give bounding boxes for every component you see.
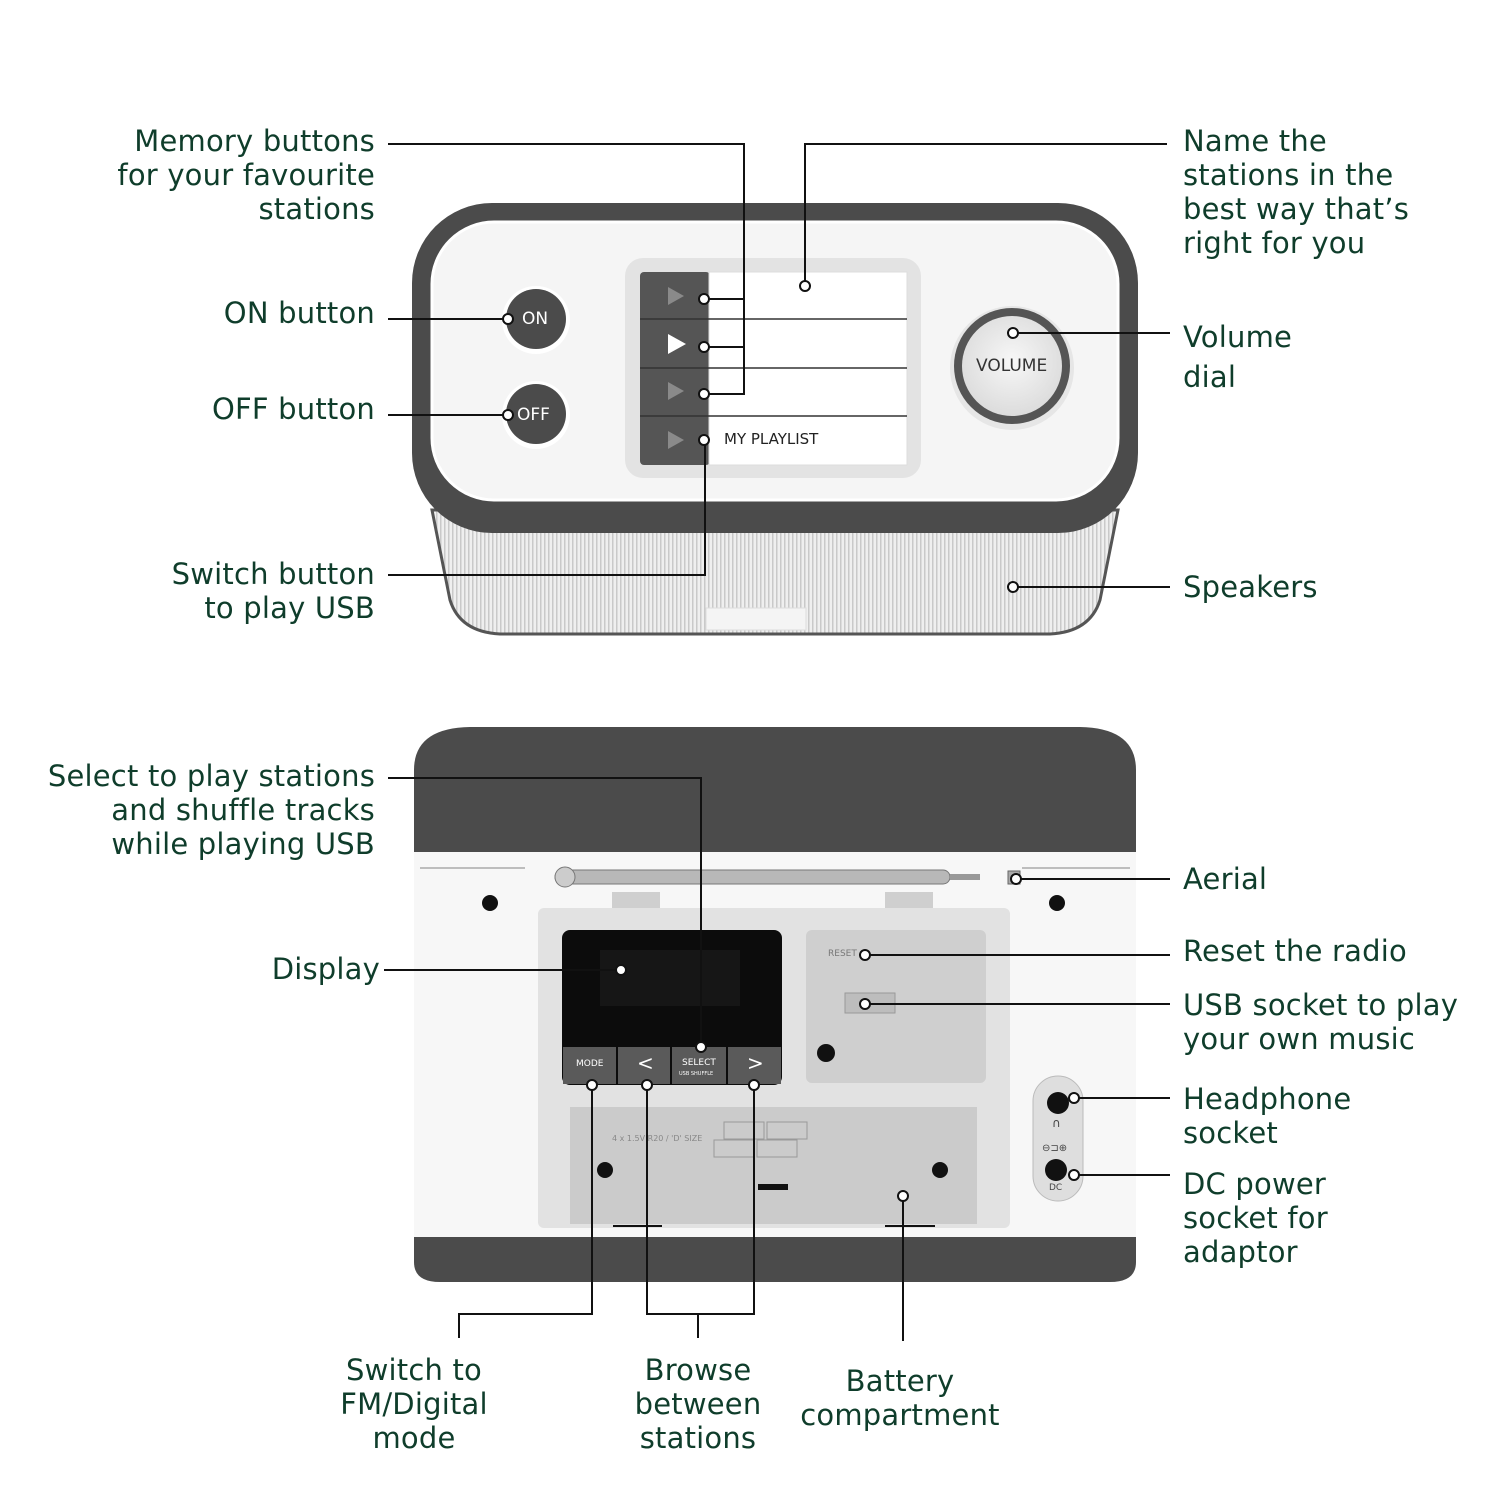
- next-button: >: [747, 1051, 764, 1075]
- select-button-sub: USB SHUFFLE: [679, 1071, 714, 1077]
- on-button: ON: [522, 309, 549, 329]
- off-button-shape: [506, 384, 566, 444]
- dc-jack: [1045, 1159, 1067, 1181]
- headphone-jack: [1047, 1092, 1069, 1114]
- radio-top-illustration: [412, 203, 1138, 636]
- volume-dial-label: VOLUME: [976, 356, 1048, 376]
- label-usb-socket: USB socket to play your own music: [1183, 988, 1459, 1056]
- label-battery: Battery compartment: [800, 1364, 1000, 1432]
- reset-text: RESET: [828, 949, 857, 959]
- label-headphone: Headphone socket: [1183, 1082, 1352, 1150]
- aerial-rod: [554, 869, 951, 885]
- back-lid: [414, 727, 1136, 852]
- label-display: Display: [271, 952, 380, 986]
- label-mode: Switch to FM/Digital mode: [340, 1353, 488, 1455]
- play-icon-1: [668, 287, 684, 305]
- back-base: [414, 1237, 1136, 1282]
- label-select: Select to play stations and shuffle trac…: [47, 759, 375, 861]
- label-speakers: Speakers: [1183, 570, 1318, 604]
- speaker-grille: [430, 508, 1120, 636]
- dc-text: DC: [1049, 1183, 1063, 1193]
- label-browse: Browse between stations: [634, 1353, 762, 1455]
- label-on-button: ON button: [223, 296, 375, 330]
- memory-slot-4-label: MY PLAYLIST: [724, 430, 819, 448]
- prev-button: <: [637, 1051, 654, 1075]
- back-body: [414, 852, 1136, 1237]
- label-name-stations: Name the stations in the best way that’s…: [1183, 124, 1410, 260]
- polarity-icon: ⊖⊐⊕: [1042, 1143, 1068, 1154]
- play-icon-4: [668, 431, 684, 449]
- brand-plate: [705, 607, 807, 631]
- select-button: SELECT: [682, 1058, 716, 1068]
- label-dc-power: DC power socket for adaptor: [1183, 1167, 1328, 1269]
- label-reset: Reset the radio: [1183, 934, 1407, 968]
- label-switch-usb: Switch button to play USB: [171, 557, 375, 625]
- recess: [538, 908, 1010, 1228]
- mode-button: MODE: [576, 1059, 604, 1069]
- label-aerial: Aerial: [1183, 862, 1268, 896]
- label-memory-buttons: Memory buttons for your favourite statio…: [117, 124, 375, 226]
- play-icon-3: [668, 382, 684, 400]
- battery-compartment-shape: [570, 1107, 977, 1224]
- volume-dial-face: [962, 316, 1062, 416]
- play-icon-2: [668, 334, 686, 354]
- on-button-shape: [506, 289, 566, 349]
- label-volume-dial: Volume dial: [1183, 320, 1293, 394]
- label-off-button: OFF button: [211, 392, 375, 426]
- off-button: OFF: [517, 405, 550, 425]
- battery-spec-text: 4 x 1.5V R20 / 'D' SIZE: [612, 1134, 703, 1143]
- headphone-icon: ∩: [1052, 1116, 1061, 1130]
